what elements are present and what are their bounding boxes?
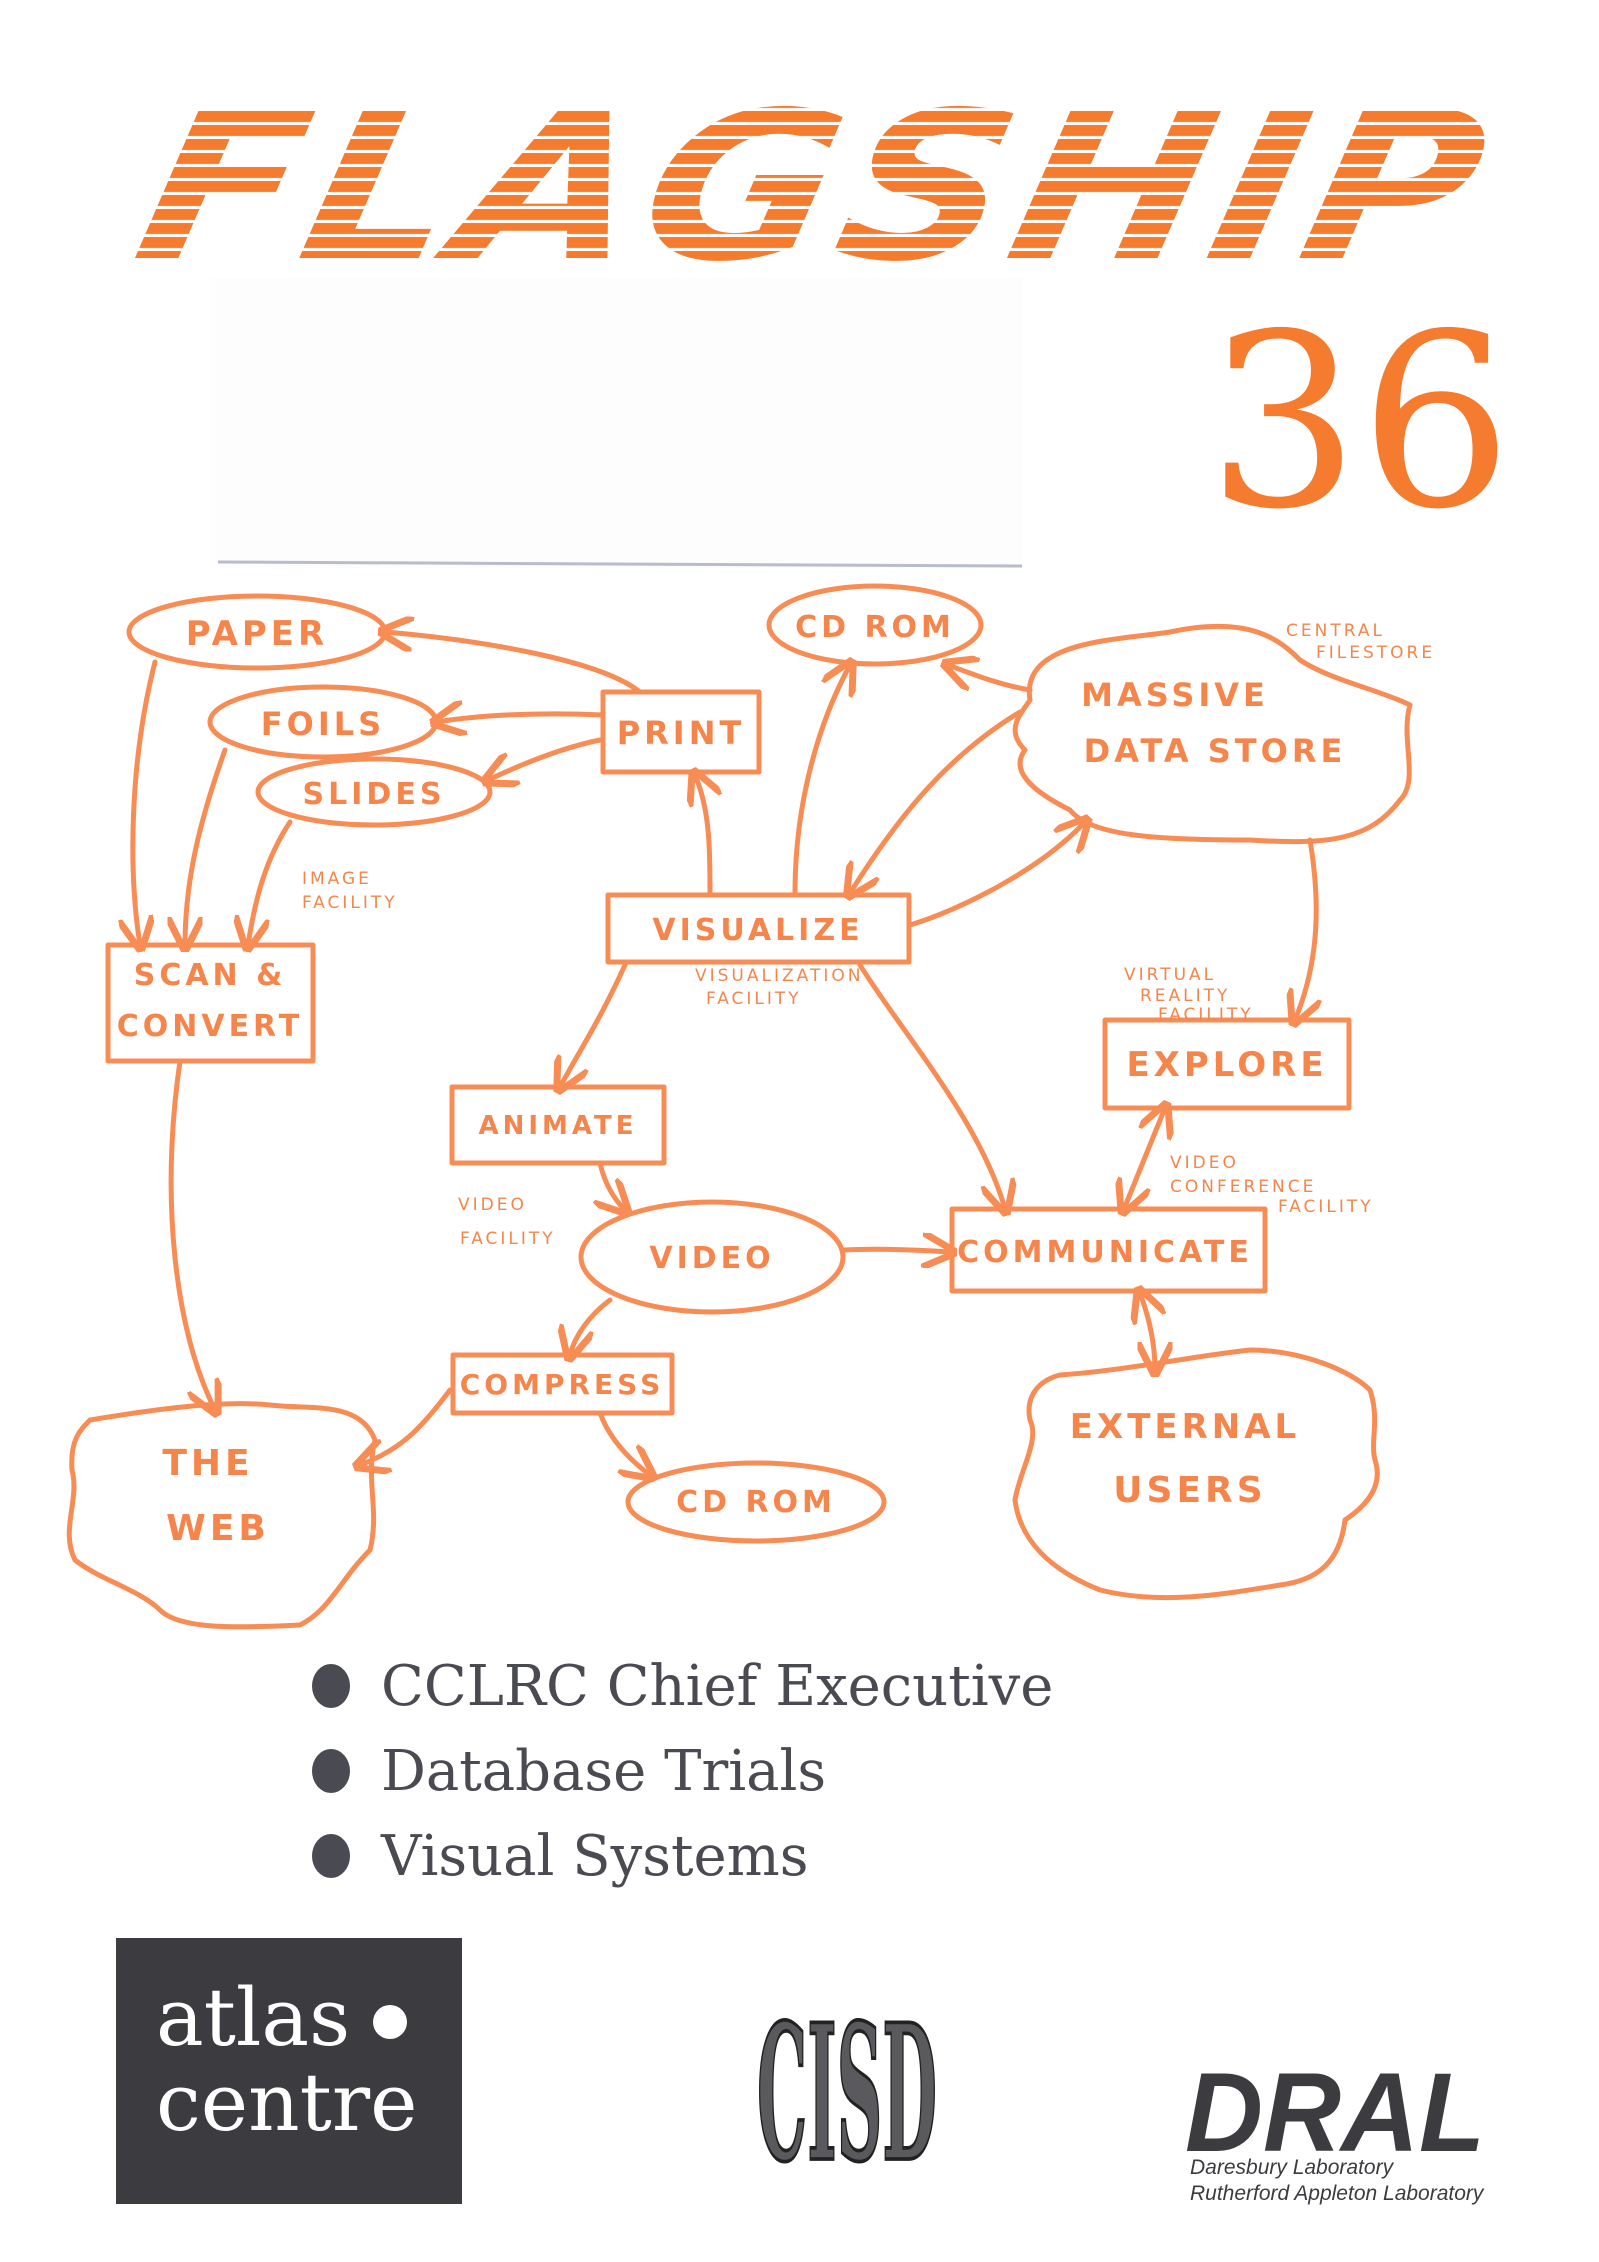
atlas-logo-dot	[373, 2005, 407, 2039]
node-scan-convert	[105, 942, 316, 1064]
cisd-logo: CISD	[755, 1983, 938, 2206]
note-vc-3: FACILITY	[1278, 1197, 1374, 1217]
note-central-1: CENTRAL	[1286, 621, 1385, 641]
dral-subline-2: Rutherford Appleton Laboratory	[1190, 2182, 1485, 2205]
arrow-video-communicate	[840, 1249, 950, 1252]
note-vr-1: VIRTUAL	[1124, 965, 1216, 985]
arrow-paper-scan	[133, 659, 158, 945]
node-animate	[449, 1084, 667, 1166]
dral-logo-text: DRAL	[1185, 2050, 1485, 2175]
node-print	[600, 689, 762, 775]
node-communicate	[949, 1206, 1268, 1294]
arrow-foils-scan	[185, 747, 228, 945]
note-video-1: VIDEO	[458, 1195, 527, 1215]
arrow-visualize-cdrom	[792, 665, 850, 896]
arrow-scan-web	[168, 1058, 215, 1410]
note-vis-2: FACILITY	[706, 989, 802, 1009]
bullet-icon	[312, 1834, 350, 1878]
arrow-visualize-print	[695, 775, 710, 896]
note-vr-2: REALITY	[1140, 986, 1230, 1006]
label-massive-2: DATA STORE	[1084, 732, 1347, 770]
arrow-communicate-external	[1140, 1293, 1155, 1370]
label-animate: ANIMATE	[478, 1111, 637, 1141]
arrow-explore-communicate	[1124, 1108, 1165, 1209]
atlas-logo-line1: atlas	[156, 1971, 350, 2064]
cisd-logo-text: CISD	[757, 1985, 937, 2205]
label-communicate: COMMUNICATE	[957, 1235, 1253, 1270]
note-image-1: IMAGE	[302, 869, 372, 889]
atlas-centre-logo: atlas centre	[116, 1938, 462, 2204]
arrow-store-visualize	[850, 709, 1023, 893]
label-compress: COMPRESS	[460, 1368, 665, 1401]
contents-item: CCLRC Chief Executive	[381, 1654, 1053, 1719]
node-explore	[1102, 1017, 1352, 1111]
contents-item: Database Trials	[381, 1739, 826, 1804]
arrow-visualize-store	[907, 822, 1085, 928]
node-compress	[450, 1352, 675, 1416]
label-slides: SLIDES	[303, 777, 446, 812]
note-vc-2: CONFERENCE	[1170, 1177, 1316, 1197]
label-external-2: USERS	[1113, 1470, 1266, 1511]
arrow-visualize-communicate	[857, 962, 1005, 1209]
label-cdrom-bottom: CD ROM	[676, 1485, 836, 1520]
issue-number: 36	[1207, 282, 1512, 562]
contents-list: CCLRC Chief Executive Database Trials Vi…	[312, 1654, 1053, 1889]
dral-subline-1: Daresbury Laboratory	[1190, 2156, 1395, 2179]
arrow-print-slides	[488, 737, 603, 780]
blank-label-area	[211, 278, 1023, 568]
label-print: PRINT	[617, 714, 746, 752]
arrow-video-compress	[570, 1297, 613, 1355]
arrow-print-paper	[385, 632, 643, 695]
note-vc-1: VIDEO	[1170, 1153, 1239, 1173]
contents-item: Visual Systems	[380, 1824, 809, 1889]
arrow-visualize-animate	[560, 962, 628, 1087]
node-foils	[207, 684, 439, 760]
arrow-slides-scan	[248, 819, 293, 945]
label-scan-2: CONVERT	[117, 1009, 304, 1044]
label-paper: PAPER	[186, 614, 328, 654]
bullet-icon	[312, 1664, 350, 1708]
arrow-animate-video	[600, 1160, 625, 1210]
masthead-title: FLAGSHIP	[120, 68, 1511, 306]
node-cdrom-bottom	[625, 1460, 887, 1544]
label-shadow	[217, 560, 1023, 568]
label-scan-1: SCAN &	[134, 958, 287, 993]
label-external-1: EXTERNAL	[1070, 1407, 1300, 1447]
note-image-2: FACILITY	[302, 893, 398, 913]
node-visualize	[605, 892, 912, 965]
dral-logo: DRAL Daresbury Laboratory Rutherford App…	[1185, 2050, 1485, 2205]
note-vr-3: FACILITY	[1158, 1005, 1254, 1025]
label-massive-1: MASSIVE	[1081, 676, 1269, 714]
arrow-compress-cdrom	[597, 1410, 650, 1475]
arrow-store-cdrom	[948, 665, 1033, 693]
node-external-users	[1012, 1347, 1380, 1601]
arrow-store-explore	[1295, 837, 1316, 1020]
node-slides	[255, 756, 493, 828]
node-cdrom-top	[766, 583, 984, 667]
node-the-web	[66, 1401, 378, 1630]
bullet-icon	[312, 1749, 350, 1793]
node-labels: PAPER FOILS SLIDES PRINT CD ROM MASSIVE …	[117, 610, 1347, 1549]
node-massive-store	[1012, 623, 1413, 845]
label-web-1: THE	[162, 1443, 253, 1484]
note-central-2: FILESTORE	[1316, 643, 1435, 663]
diagram-nodes	[66, 583, 1413, 1630]
node-video	[578, 1199, 846, 1315]
atlas-logo-line2: centre	[156, 2056, 417, 2149]
label-video: VIDEO	[649, 1241, 774, 1276]
note-vis-1: VISUALIZATION	[695, 966, 863, 986]
label-web-2: WEB	[166, 1508, 270, 1549]
label-visualize: VISUALIZE	[652, 913, 863, 948]
note-video-2: FACILITY	[460, 1229, 556, 1249]
facility-notes: CENTRAL FILESTORE IMAGE FACILITY VISUALI…	[302, 621, 1435, 1249]
label-explore: EXPLORE	[1126, 1045, 1327, 1085]
node-paper	[126, 593, 388, 671]
label-foils: FOILS	[261, 705, 385, 743]
label-cdrom-top: CD ROM	[795, 610, 955, 645]
arrow-print-foils	[437, 714, 606, 722]
